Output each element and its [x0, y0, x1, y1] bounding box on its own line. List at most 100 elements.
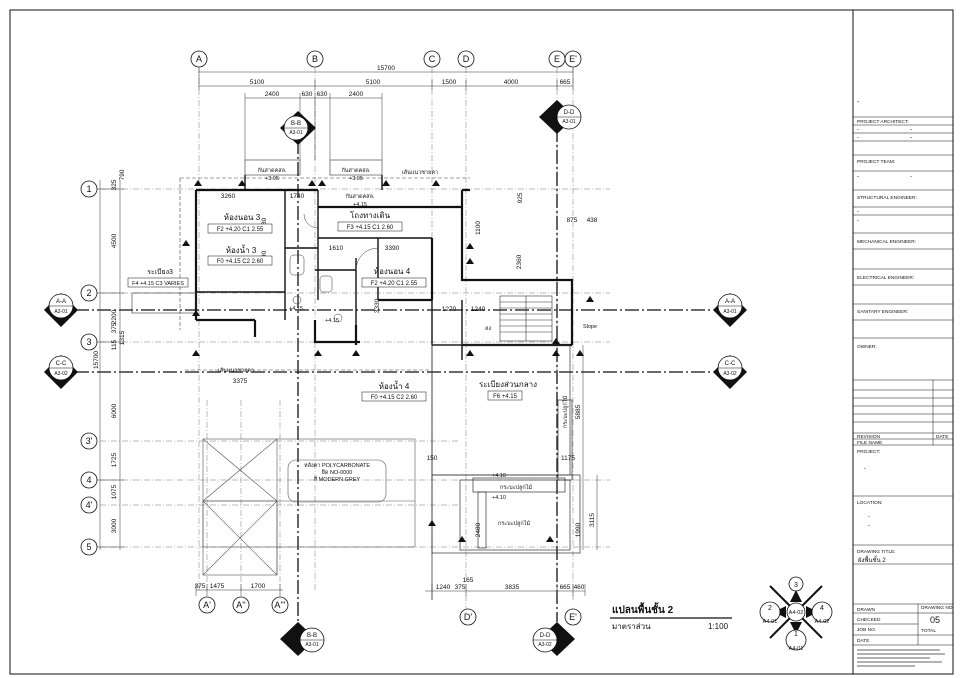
grid-label-d-prime: D': [464, 612, 472, 622]
room-corridor-tag: F3 +4.15 C1 2.60: [347, 225, 394, 231]
stair-down-label: ลง: [485, 326, 491, 332]
key-sheet-1: A4-02: [789, 610, 804, 616]
eave-label-mid: เส้นแนวชายคา: [218, 367, 254, 374]
dim-bottom-extra: 165: [463, 577, 474, 584]
dim-top-2: 5100: [366, 79, 381, 86]
dim-plan-3260: 3260: [221, 193, 236, 200]
drawing-title: แปลนพื้นชั้น 2: [612, 602, 674, 616]
grid-bubbles: [80, 50, 582, 626]
drawing-scale-label: มาตราส่วน: [612, 622, 651, 631]
dim-bottom-right-0: 1240: [436, 584, 451, 591]
key-number-1: 3: [794, 582, 798, 589]
grid-label-d: D: [463, 54, 470, 64]
planter-label-2: กระบะปลูกไม้: [500, 484, 533, 491]
tb-date: DATE: [936, 434, 948, 440]
dim-plan-1175: 1175: [561, 455, 575, 462]
section-bb-bottom-label: B-B: [307, 633, 317, 639]
section-marker-cc-left: C-C A3-02: [44, 355, 78, 389]
tb-file-name: FILE NAME: [857, 440, 882, 446]
dim-bottom-left-1: 1475: [210, 583, 225, 590]
tb-team-dash-2: -: [910, 174, 912, 180]
dim-top-1: 5100: [250, 79, 265, 86]
terrace: [431, 344, 581, 600]
level-label-2: +4.15: [289, 306, 303, 312]
grid-label-a-prime: A': [203, 600, 211, 610]
room-bath3-tag: F0 +4.15 C2 2.60: [217, 259, 264, 265]
grid-label-e-prime: E': [569, 54, 577, 64]
dim-plan-3375: 3375: [233, 378, 248, 385]
grid-label-b: B: [312, 54, 318, 64]
section-cut-lines: [75, 128, 713, 622]
dim-bottom-right-3: 665: [560, 584, 571, 591]
grid-bubble-labels: A B C D E E' 1 2 3 3' 4 4' 5 A' A'' A'''…: [86, 54, 578, 622]
room-bedroom3-tag-box: [207, 223, 273, 234]
dim-plan-1740: 1740: [290, 193, 305, 200]
lower-roof: [202, 438, 416, 576]
tb-architect-dash-3: -: [857, 135, 859, 141]
planter-label-1: กระบะปลูกไม้: [562, 395, 569, 428]
room-bath3-tag-box: [207, 255, 273, 266]
section-cc-right-sheet: A3-02: [723, 371, 737, 377]
canopy-1-label: กันสาดคสล.: [257, 167, 287, 174]
section-marker-dd-top: D-D A3-01: [539, 100, 582, 134]
level-label-4: +4.10: [492, 495, 506, 501]
tb-architect-dash-4: -: [910, 135, 912, 141]
section-marker-aa-right: A-A A3-01: [713, 293, 747, 327]
grid-label-1: 1: [86, 184, 91, 194]
tb-project: PROJECT:: [857, 449, 880, 455]
tb-dash-top: -: [857, 99, 860, 106]
dim-right-3115: 3115: [589, 513, 596, 527]
level-label-1: +4.15: [325, 318, 339, 324]
dim-bottom-right-1: 375: [455, 584, 466, 591]
room-bedroom4-name: ห้องนอน 4: [374, 267, 411, 276]
tb-total: TOTAL: [921, 628, 936, 634]
tb-structural: STRUCTURAL ENGINEER:: [857, 195, 917, 201]
room-bath4-name: ห้องน้ำ 4: [379, 380, 410, 391]
dim-left-6000: 6000: [111, 403, 118, 418]
tb-structural-dash-2: -: [857, 218, 859, 224]
tb-team-dash-1: -: [857, 174, 859, 180]
tb-owner: OWNER:: [857, 344, 877, 350]
dim-left-1075: 1075: [111, 484, 118, 499]
room-bedroom4-tag-box: [361, 277, 427, 288]
dim-left-325: 325: [111, 179, 118, 190]
section-cc-left-label: C-C: [56, 361, 67, 367]
skylight-label-3: สี MODERN GREY: [313, 476, 360, 483]
drawing-title-block: แปลนพื้นชั้น 2 มาตราส่วน 1:100: [610, 602, 732, 631]
level-label-3: +4.10: [492, 473, 506, 479]
left-dimension-lines: [96, 180, 124, 550]
room-balcony3-tag: F4 +4.15 C3 VARIES: [132, 281, 184, 287]
section-aa-left-sheet: A3-01: [54, 309, 68, 315]
dim-left-115: 115: [111, 339, 118, 350]
sheet-border: [9, 9, 954, 675]
title-block: [852, 10, 953, 674]
dim-left-375: 375: [111, 322, 118, 333]
key-number-2: 2: [768, 605, 772, 612]
section-marker-bb-top: B-B A3-01: [280, 111, 316, 145]
dim-bottom-right-4: 460: [574, 584, 585, 591]
canopy-2-label: กันสาดคสล.: [341, 167, 371, 174]
room-bath3-name: ห้องน้ำ 3: [226, 244, 257, 255]
room-corridor-name: โถงทางเดิน: [350, 210, 391, 220]
drawing-scale: 1:100: [708, 622, 729, 631]
tb-location: LOCATION:: [857, 500, 883, 506]
room-bedroom3-name: ห้องนอน 3: [224, 213, 261, 222]
dim-right-5885: 5885: [575, 404, 582, 419]
tb-revision: REVISION: [857, 434, 880, 440]
tb-location-dash-1: -: [868, 514, 870, 520]
dim-plan-150: 150: [427, 455, 438, 462]
section-dd-bottom-sheet: A3-02: [538, 642, 552, 648]
grid-label-e-prime-bottom: E': [569, 612, 577, 622]
dimension-labels: 15700 5100 5100 1500 4000 665 2400 630 6…: [195, 65, 598, 591]
section-dd-bottom-label: D-D: [540, 633, 551, 639]
dim-left-1315: 1315: [119, 330, 126, 345]
grid-label-4: 4: [86, 475, 91, 485]
tb-project-team: PROJECT TEAM:: [857, 159, 895, 165]
dim-second-1: 2400: [265, 91, 280, 98]
tb-job-no: JOB NO.: [857, 627, 876, 633]
tb-sanitary: SANITARY ENGINEER:: [857, 309, 908, 315]
dim-plan-438: 438: [587, 217, 598, 224]
tb-fine-print: [857, 649, 945, 667]
grid-label-a: A: [196, 54, 202, 64]
